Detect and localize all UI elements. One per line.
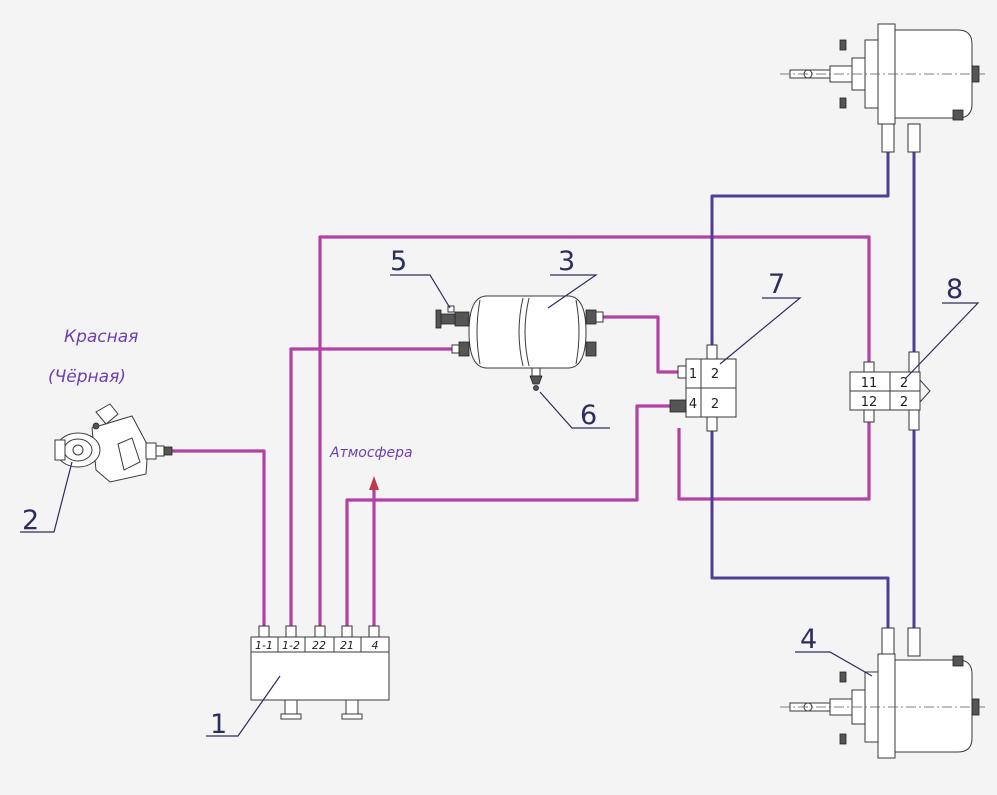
label-1: 1 (210, 709, 227, 740)
unit1-port-label: 1-1 (255, 639, 273, 652)
label-5: 5 (390, 246, 407, 277)
valve8-port-2-top: 2 (900, 376, 908, 391)
pipes (172, 150, 916, 630)
unit1-body (250, 636, 390, 701)
pipe-21-to-valve7-4 (345, 404, 670, 627)
receiver-tank-3 (451, 295, 604, 391)
brake-chamber-4 (780, 627, 985, 759)
tank-body (468, 295, 587, 369)
unit1-port-label: 1-2 (282, 639, 300, 652)
valve8-port-11: 11 (861, 376, 878, 391)
relay-valve-7: 1 2 4 2 (669, 344, 737, 432)
valve7-port-4: 4 (689, 397, 697, 412)
unit1-port-label: 21 (340, 639, 354, 652)
note-red: Красная (64, 327, 138, 347)
unit1-port-label: 4 (372, 639, 379, 652)
valve7-port-1: 1 (689, 367, 697, 382)
leader-lines (20, 274, 980, 737)
brake-chamber-top (780, 23, 985, 153)
pipe-valve7-to-bottom-chamber (710, 430, 890, 630)
label-2: 2 (22, 505, 39, 536)
pipe-valve7-to-top-chamber (710, 150, 890, 345)
note-atmosphere: Атмосфера (329, 445, 413, 461)
coupling-head-2 (54, 403, 173, 483)
drain-valve-6 (529, 375, 543, 385)
note-black: (Чёрная) (48, 367, 126, 387)
label-4: 4 (800, 624, 817, 655)
label-7: 7 (768, 269, 785, 300)
valve-8: 11 2 12 2 (849, 351, 931, 431)
pipe-tank-to-1-2 (289, 347, 456, 627)
label-3: 3 (558, 246, 575, 277)
valve8-port-2-bottom: 2 (900, 395, 908, 410)
unit1-port-label: 22 (312, 639, 326, 652)
valve7-port-2-top: 2 (711, 367, 719, 382)
pipe-22-loop (318, 235, 871, 627)
valve7-port-2-bottom: 2 (711, 397, 719, 412)
pipe-coupling-to-1-1 (172, 449, 266, 627)
valve-5 (435, 305, 470, 329)
atmosphere-arrow (369, 476, 379, 490)
valve8-port-12: 12 (861, 395, 878, 410)
label-8: 8 (946, 274, 963, 305)
label-6: 6 (580, 400, 597, 431)
pipe-tank-to-valve7-1 (603, 315, 690, 374)
control-unit-1: 1-1 1-2 22 21 4 (250, 625, 390, 720)
